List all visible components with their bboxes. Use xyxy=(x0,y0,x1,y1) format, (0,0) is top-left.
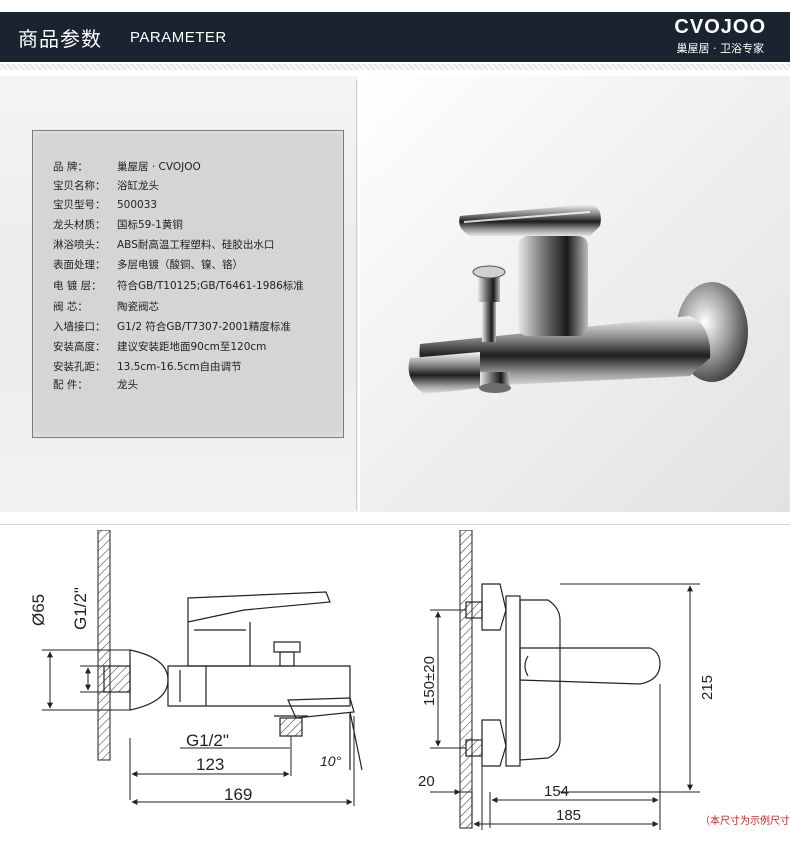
param-value: 巢屋居 · CVOJOO xyxy=(117,161,201,173)
param-label: 安装孔距： xyxy=(53,361,106,373)
param-row: 表面处理： 多层电镀（酸铜、镍、铬） xyxy=(53,257,243,272)
param-label: 宝贝名称： xyxy=(53,180,106,192)
param-label: 宝贝型号： xyxy=(53,199,106,211)
brand-logo: CVOJOO 巢屋居 · 卫浴专家 xyxy=(674,16,766,56)
param-row: 入墙接口： G1/2 符合GB/T7307-2001精度标准 xyxy=(53,319,291,334)
param-row: 阀 芯： 陶瓷阀芯 xyxy=(53,299,159,314)
param-value: 13.5cm-16.5cm自由调节 xyxy=(117,361,242,373)
param-value: 建议安装距地面90cm至120cm xyxy=(117,341,267,353)
param-value: 多层电镀（酸铜、镍、铬） xyxy=(117,259,243,271)
param-label: 电 镀 层： xyxy=(53,280,102,292)
param-label: 品 牌： xyxy=(53,161,88,173)
param-row: 淋浴喷头： ABS耐高温工程塑料、硅胶出水口 xyxy=(53,237,274,252)
brand-slogan: 巢屋居 · 卫浴专家 xyxy=(676,42,764,55)
param-row: 安装孔距： 13.5cm-16.5cm自由调节 xyxy=(53,359,242,374)
param-row: 品 牌： 巢屋居 · CVOJOO xyxy=(53,159,201,174)
dimension-note: （本尺寸为示例尺寸） xyxy=(700,816,790,827)
section-title: 商品参数 xyxy=(18,27,102,51)
param-row: 电 镀 层： 符合GB/T10125;GB/T6461-1986标准 xyxy=(53,278,304,293)
section-divider xyxy=(0,524,790,525)
param-value: 国标59-1黄铜 xyxy=(117,219,183,231)
dim-angle: 10° xyxy=(320,753,342,769)
parameter-box: 品 牌： 巢屋居 · CVOJOO 宝贝名称： 浴缸龙头 宝贝型号： 500033 龙… xyxy=(32,130,344,438)
technical-drawing: Ø65 G1/2" G1/2" 123 169 10° 150±20 xyxy=(29,530,716,830)
dim-154: 154 xyxy=(544,783,569,800)
panel-divider xyxy=(356,80,357,510)
brand-logo-text: CVOJOO xyxy=(674,16,766,38)
param-label: 配 件： xyxy=(53,379,88,391)
dim-thread-vertical: G1/2" xyxy=(71,587,90,630)
param-row: 宝贝型号： 500033 xyxy=(53,197,157,212)
dim-thread-bottom: G1/2" xyxy=(186,731,229,750)
dim-169: 169 xyxy=(224,785,252,804)
dim-150-20: 150±20 xyxy=(421,656,438,706)
param-row: 龙头材质： 国标59-1黄铜 xyxy=(53,217,183,232)
param-value: 符合GB/T10125;GB/T6461-1986标准 xyxy=(117,280,304,292)
param-label: 阀 芯： xyxy=(53,301,88,313)
param-value: 浴缸龙头 xyxy=(117,180,159,192)
param-label: 表面处理： xyxy=(53,259,106,271)
faucet-illustration xyxy=(408,204,748,394)
dim-215: 215 xyxy=(699,675,716,700)
header-bar: 商品参数 PARAMETER CVOJOO 巢屋居 · 卫浴专家 xyxy=(0,12,790,62)
param-value: G1/2 符合GB/T7307-2001精度标准 xyxy=(117,321,291,333)
dim-185: 185 xyxy=(556,807,581,824)
section-title-en: PARAMETER xyxy=(130,29,227,46)
dim-20: 20 xyxy=(418,773,435,790)
param-label: 安装高度： xyxy=(53,341,106,353)
param-label: 龙头材质： xyxy=(53,219,106,231)
param-label: 入墙接口： xyxy=(53,321,106,333)
param-row: 宝贝名称： 浴缸龙头 xyxy=(53,178,159,193)
param-label: 淋浴喷头： xyxy=(53,239,106,251)
param-row: 安装高度： 建议安装距地面90cm至120cm xyxy=(53,339,266,354)
param-value: 500033 xyxy=(117,199,158,211)
dim-diameter-label: Ø65 xyxy=(29,594,48,626)
param-value: ABS耐高温工程塑料、硅胶出水口 xyxy=(117,239,275,251)
param-row: 配 件： 龙头 xyxy=(53,377,138,392)
param-value: 龙头 xyxy=(117,379,138,391)
header-divider xyxy=(0,64,790,70)
param-value: 陶瓷阀芯 xyxy=(117,301,159,313)
product-photo xyxy=(360,76,790,512)
dim-123: 123 xyxy=(196,755,224,774)
